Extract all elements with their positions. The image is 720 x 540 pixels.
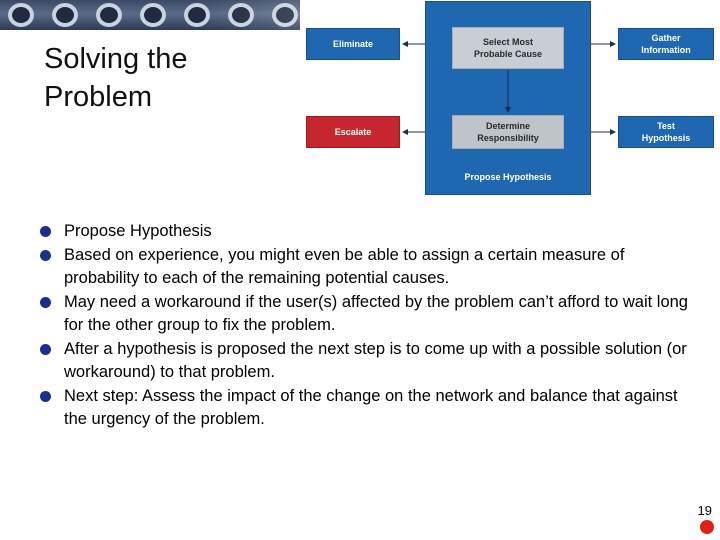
- list-item: May need a workaround if the user(s) aff…: [40, 291, 690, 337]
- list-item: Based on experience, you might even be a…: [40, 244, 690, 290]
- escalate-box: Escalate: [306, 116, 400, 148]
- flowchart-arrows: [402, 41, 616, 135]
- list-item: Propose Hypothesis: [40, 220, 690, 243]
- select-cause-box: Select Most Probable Cause: [452, 27, 564, 69]
- eliminate-box: Eliminate: [306, 28, 400, 60]
- propose-hypothesis-label: Propose Hypothesis: [464, 172, 552, 182]
- bullet-dot-icon: [40, 391, 51, 402]
- bullet-list: Propose Hypothesis Based on experience, …: [40, 220, 690, 432]
- corner-dot-icon: [700, 520, 714, 534]
- bullet-dot-icon: [40, 344, 51, 355]
- test-hypothesis-box: Test Hypothesis: [618, 116, 714, 148]
- bullet-dot-icon: [40, 297, 51, 308]
- gather-information-box: Gather Information: [618, 28, 714, 60]
- troubleshooting-flowchart: Eliminate Select Most Probable Cause Gat…: [0, 0, 720, 200]
- header-banner-image: [0, 0, 300, 30]
- slide-title: Solving the Problem: [44, 43, 188, 113]
- page-number: 19: [697, 503, 712, 518]
- bullet-dot-icon: [40, 226, 51, 237]
- list-item: After a hypothesis is proposed the next …: [40, 338, 690, 384]
- list-item: Next step: Assess the impact of the chan…: [40, 385, 690, 431]
- bullet-dot-icon: [40, 250, 51, 261]
- determine-responsibility-box: Determine Responsibility: [452, 115, 564, 149]
